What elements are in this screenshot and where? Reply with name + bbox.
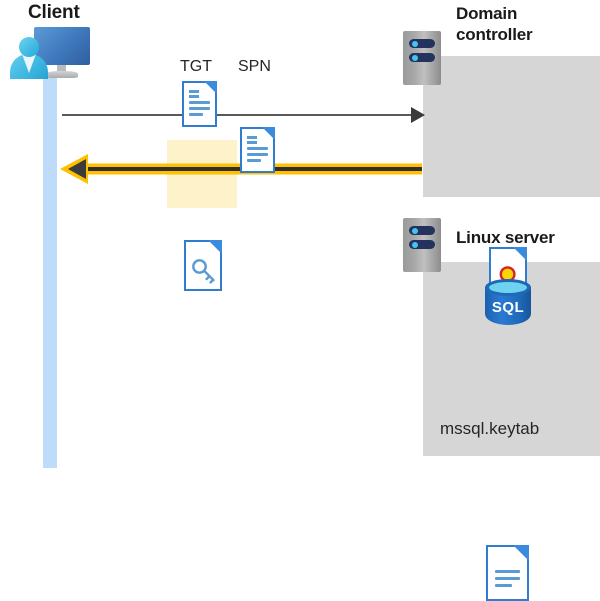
rack-led-icon [412,227,418,234]
rack-bay [409,226,435,235]
document-fold [262,127,275,140]
person-collar-icon [22,54,36,73]
document-line [189,113,203,116]
document-line [189,107,210,110]
document-fold [208,240,222,254]
keytab-document-icon [486,545,529,601]
key-glyph-icon [192,259,215,284]
domain-controller-label-line2: controller [456,25,533,44]
key-document-icon [184,240,222,291]
document-line [247,147,268,150]
tgt-label: TGT [180,58,212,75]
document-fold [513,247,527,261]
linux-server-label: Linux server [456,228,555,247]
document-line [495,570,520,573]
tgt-document-icon [182,81,217,127]
domain-controller-label-line1: Domain [456,4,518,23]
document-fold [204,81,217,94]
sql-label: SQL [491,299,525,316]
spn-document-icon [240,127,275,173]
document-line [247,141,257,144]
monitor-neck-icon [57,65,66,72]
client-label: Client [28,2,80,23]
rack-led-icon [412,241,418,248]
document-line [189,101,210,104]
diagram-canvas: Client TGT SPN [8,2,600,601]
monitor-base-icon [46,71,78,78]
domain-controller-panel [423,56,600,197]
document-line [495,577,520,580]
rack-led-icon [412,54,418,61]
rack-bay [409,240,435,249]
document-line [189,95,199,98]
linux-server-rack-icon [403,218,441,272]
domain-controller-rack-icon [403,31,441,85]
database-top-inner [489,282,527,293]
rack-bay [409,39,435,48]
client-lifeline [43,75,57,468]
document-fold [513,545,529,561]
request-arrow [62,107,425,123]
client-workstation-icon [8,27,92,79]
sql-database-icon: SQL [485,279,531,333]
monitor-screen-icon [34,27,90,65]
person-head-icon [19,37,39,57]
spn-label: SPN [238,58,271,75]
domain-controller-label: Domain controller [456,3,586,45]
document-line [189,90,199,93]
rack-led-icon [412,40,418,47]
keytab-filename-label: mssql.keytab [440,419,540,438]
document-line [495,584,512,587]
document-line [247,136,257,139]
rack-bay [409,53,435,62]
document-line [247,153,268,156]
document-line [247,159,261,162]
